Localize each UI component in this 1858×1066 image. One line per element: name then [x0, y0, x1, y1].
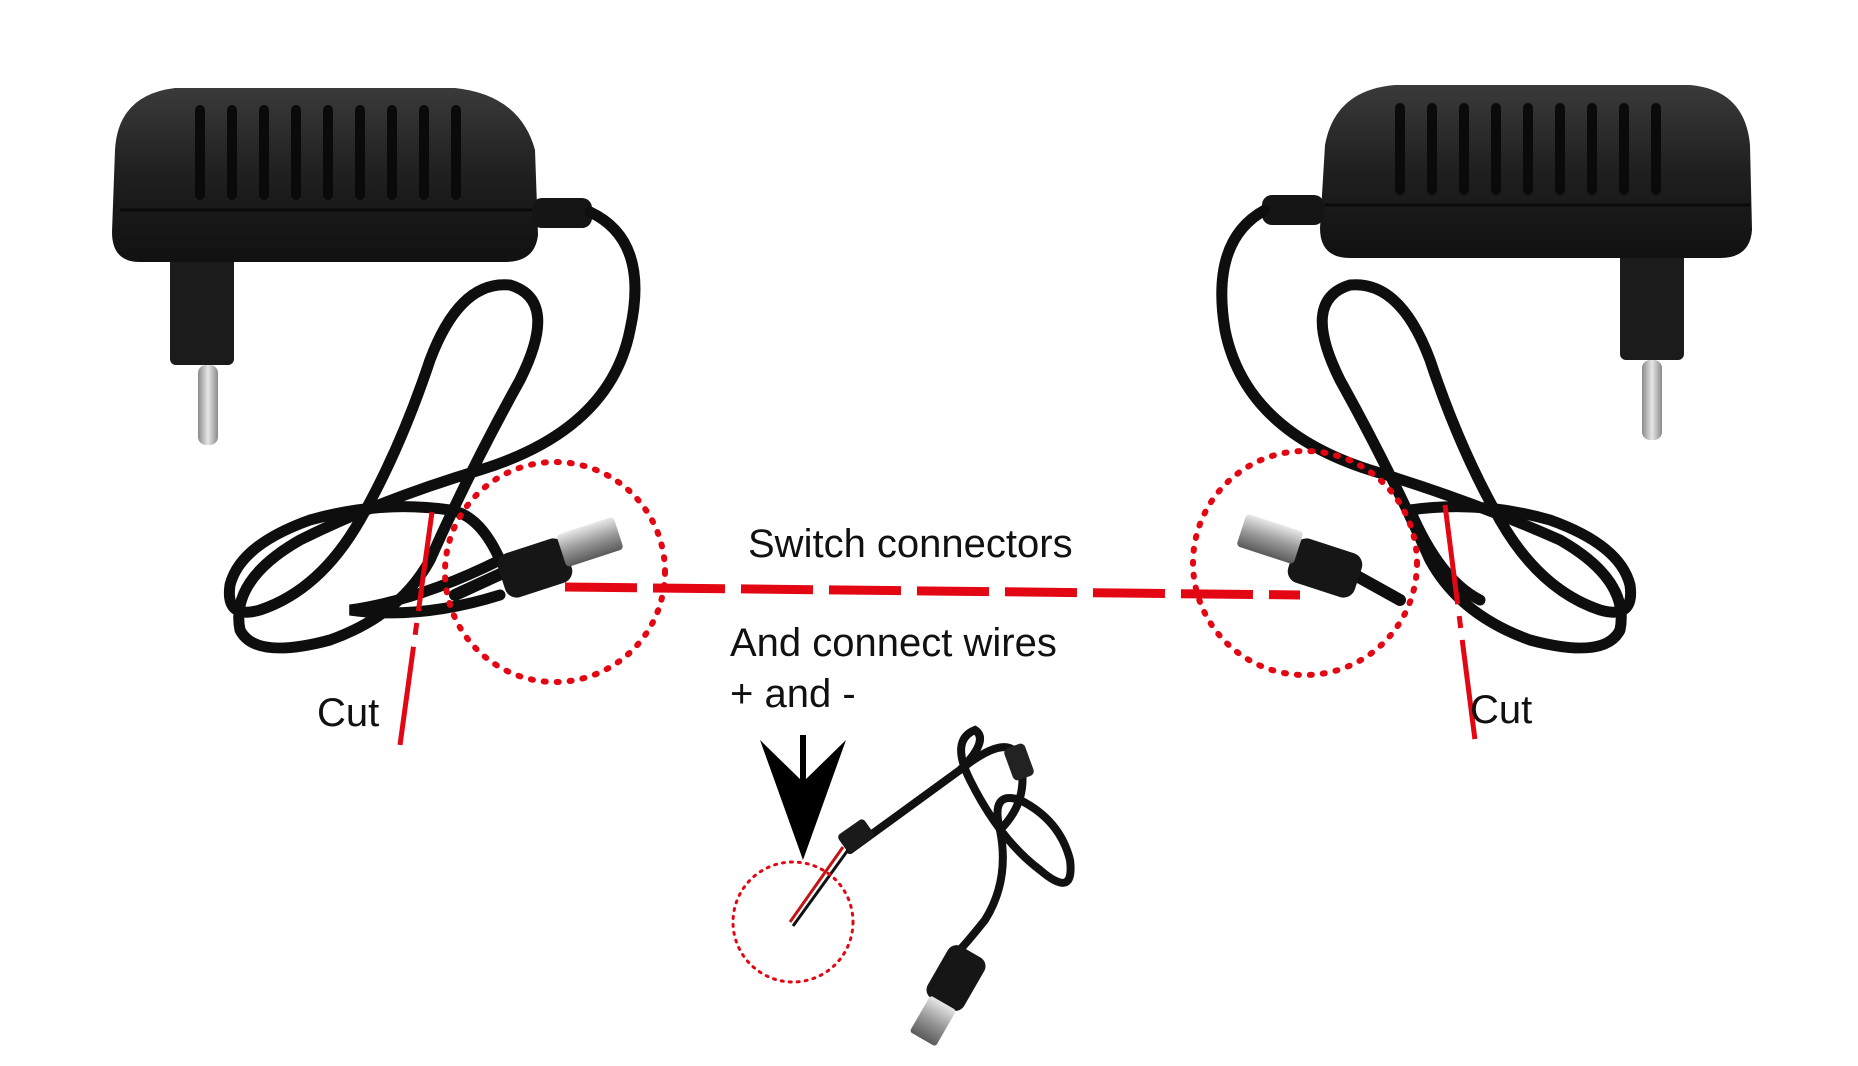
left-plug-pin — [198, 365, 218, 445]
switch-dashed-line — [564, 582, 1301, 600]
left-dc-plug-icon — [449, 517, 623, 601]
right-power-adapter-icon — [1216, 85, 1752, 654]
left-power-adapter-icon — [112, 88, 641, 654]
replacement-dc-plug-icon — [910, 945, 986, 1046]
cut-left-label: Cut — [317, 691, 380, 735]
replacement-dc-cable — [788, 725, 1075, 1046]
left-cut-line — [397, 511, 435, 746]
polarity-label: + and - — [730, 672, 856, 716]
connect-wires-label: And connect wires — [730, 621, 1057, 665]
left-plug-base — [170, 240, 234, 365]
left-connector-circle — [442, 459, 668, 685]
right-cut-line — [1442, 504, 1478, 741]
arrow-down-icon — [760, 735, 846, 860]
right-dc-plug-icon — [1237, 514, 1406, 606]
right-cable — [1216, 204, 1637, 654]
right-connector-circle — [1190, 448, 1420, 678]
right-plug-pin — [1642, 360, 1662, 440]
switch-connectors-label: Switch connectors — [748, 522, 1073, 566]
wire-ends-circle — [731, 860, 855, 984]
right-plug-base — [1620, 235, 1684, 360]
cut-right-label: Cut — [1470, 688, 1533, 732]
annotations — [397, 448, 1478, 984]
right-adapter-body — [1320, 85, 1752, 258]
